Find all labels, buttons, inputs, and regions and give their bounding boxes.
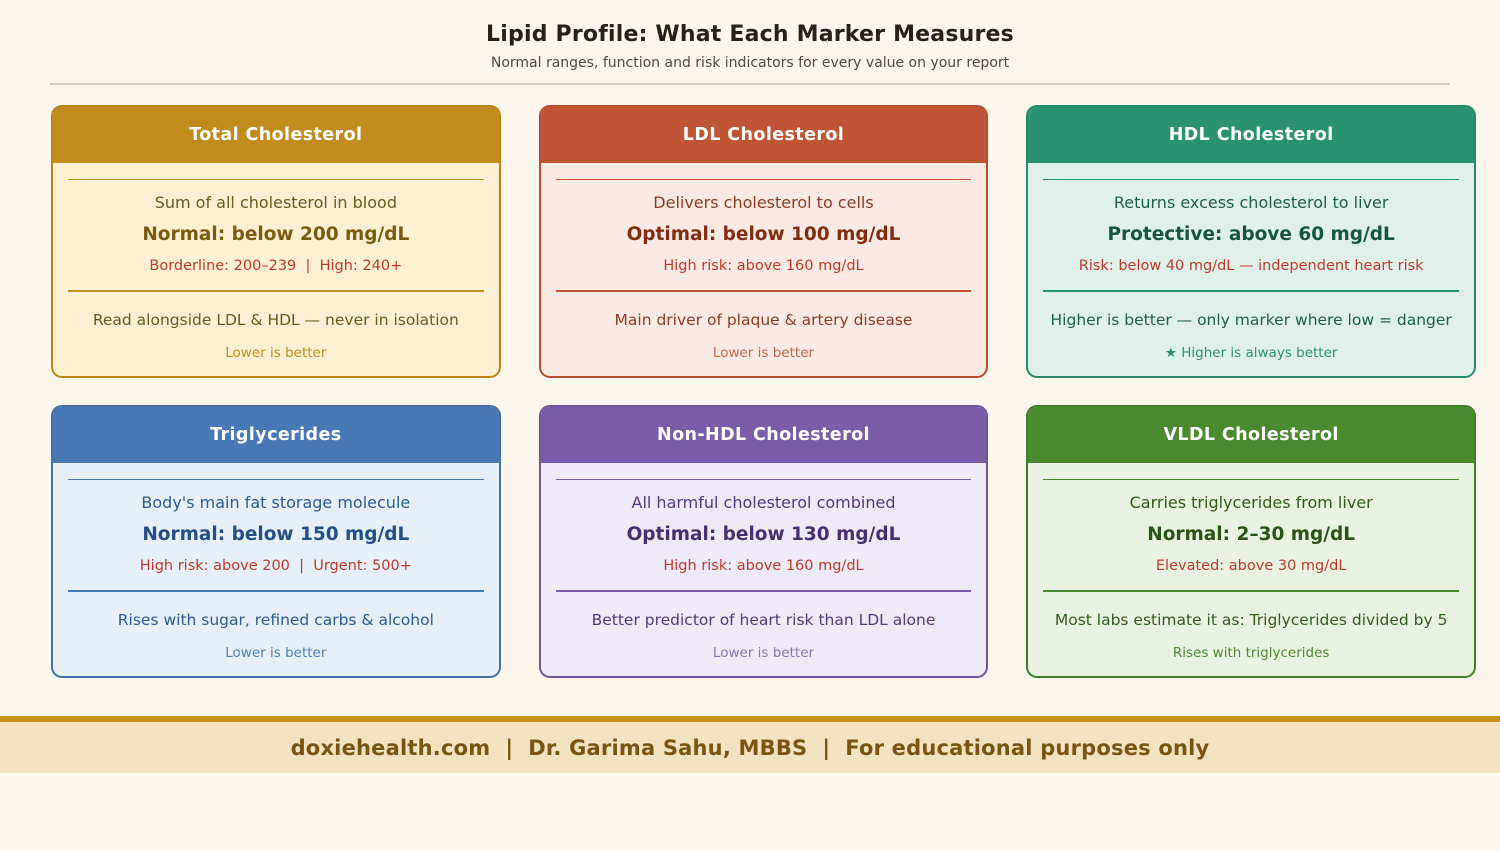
card-body: Sum of all cholesterol in blood Normal: …	[53, 163, 499, 376]
marker-function: All harmful cholesterol combined	[631, 493, 896, 512]
divider-line	[1043, 290, 1459, 292]
marker-fact: Higher is better — only marker where low…	[1050, 310, 1452, 329]
divider-line	[555, 478, 972, 480]
card-body: Returns excess cholesterol to liver Prot…	[1028, 163, 1474, 376]
card-title: LDL Cholesterol	[540, 106, 987, 163]
marker-function: Carries triglycerides from liver	[1129, 493, 1373, 512]
marker-function: Delivers cholesterol to cells	[653, 193, 874, 212]
direction-note: Lower is better	[225, 644, 327, 661]
footer-accent-bar	[0, 716, 1500, 722]
normal-range: Optimal: below 130 mg/dL	[626, 524, 901, 545]
footer-band: doxiehealth.com | Dr. Garima Sahu, MBBS …	[0, 722, 1500, 773]
cards-grid: Total Cholesterol Sum of all cholesterol…	[51, 104, 1476, 678]
divider-line	[1043, 178, 1459, 180]
marker-fact: Read alongside LDL & HDL — never in isol…	[92, 310, 459, 329]
marker-function: Body's main fat storage molecule	[141, 493, 411, 512]
card-title: HDL Cholesterol	[1028, 106, 1474, 163]
marker-fact: Rises with sugar, refined carbs & alcoho…	[117, 610, 434, 629]
divider-line	[555, 290, 972, 292]
direction-note: Lower is better	[712, 344, 815, 361]
risk-range: Elevated: above 30 mg/dL	[1155, 558, 1347, 574]
divider-line	[68, 478, 484, 480]
risk-range: Risk: below 40 mg/dL — independent heart…	[1078, 258, 1424, 274]
divider-line	[1043, 590, 1459, 592]
normal-range: Normal: 2–30 mg/dL	[1147, 524, 1356, 545]
page-subtitle: Normal ranges, function and risk indicat…	[490, 55, 1010, 71]
marker-fact: Main driver of plaque & artery disease	[614, 310, 913, 329]
marker-card: Total Cholesterol Sum of all cholesterol…	[51, 104, 501, 378]
direction-note: ★ Higher is always better	[1164, 344, 1338, 361]
header-divider	[50, 83, 1450, 85]
divider-line	[555, 590, 972, 592]
divider-line	[68, 290, 484, 292]
risk-range: High risk: above 160 mg/dL	[663, 258, 864, 274]
normal-range: Normal: below 150 mg/dL	[142, 524, 410, 545]
card-body: Carries triglycerides from liver Normal:…	[1028, 463, 1474, 676]
divider-line	[68, 590, 484, 592]
page-footer: doxiehealth.com | Dr. Garima Sahu, MBBS …	[0, 716, 1500, 773]
marker-function: Returns excess cholesterol to liver	[1113, 193, 1389, 212]
risk-range: Borderline: 200–239 | High: 240+	[149, 258, 403, 274]
marker-function: Sum of all cholesterol in blood	[154, 193, 397, 212]
divider-line	[68, 178, 484, 180]
page-title: Lipid Profile: What Each Marker Measures	[486, 22, 1014, 47]
marker-fact: Most labs estimate it as: Triglycerides …	[1054, 610, 1448, 629]
direction-note: Lower is better	[712, 644, 815, 661]
marker-card: Triglycerides Body's main fat storage mo…	[51, 404, 501, 678]
marker-card: VLDL Cholesterol Carries triglycerides f…	[1026, 404, 1476, 678]
normal-range: Normal: below 200 mg/dL	[142, 224, 410, 245]
card-title: VLDL Cholesterol	[1028, 406, 1474, 463]
page-header: Lipid Profile: What Each Marker Measures…	[0, 0, 1500, 85]
card-title: Total Cholesterol	[53, 106, 499, 163]
marker-card: Non-HDL Cholesterol All harmful choleste…	[538, 404, 989, 678]
card-body: Delivers cholesterol to cells Optimal: b…	[541, 163, 987, 376]
marker-card: LDL Cholesterol Delivers cholesterol to …	[538, 104, 989, 378]
risk-range: High risk: above 200 | Urgent: 500+	[139, 558, 412, 574]
marker-fact: Better predictor of heart risk than LDL …	[591, 610, 936, 629]
normal-range: Optimal: below 100 mg/dL	[626, 224, 901, 245]
marker-card: HDL Cholesterol Returns excess cholester…	[1026, 104, 1476, 378]
direction-note: Rises with triglycerides	[1172, 644, 1330, 661]
card-body: Body's main fat storage molecule Normal:…	[53, 463, 499, 676]
footer-text: doxiehealth.com | Dr. Garima Sahu, MBBS …	[290, 735, 1210, 760]
card-body: All harmful cholesterol combined Optimal…	[541, 463, 987, 676]
direction-note: Lower is better	[225, 344, 327, 361]
divider-line	[555, 178, 972, 180]
risk-range: High risk: above 160 mg/dL	[663, 558, 864, 574]
card-title: Non-HDL Cholesterol	[540, 406, 987, 463]
normal-range: Protective: above 60 mg/dL	[1107, 224, 1395, 245]
card-title: Triglycerides	[53, 406, 499, 463]
divider-line	[1043, 478, 1459, 480]
